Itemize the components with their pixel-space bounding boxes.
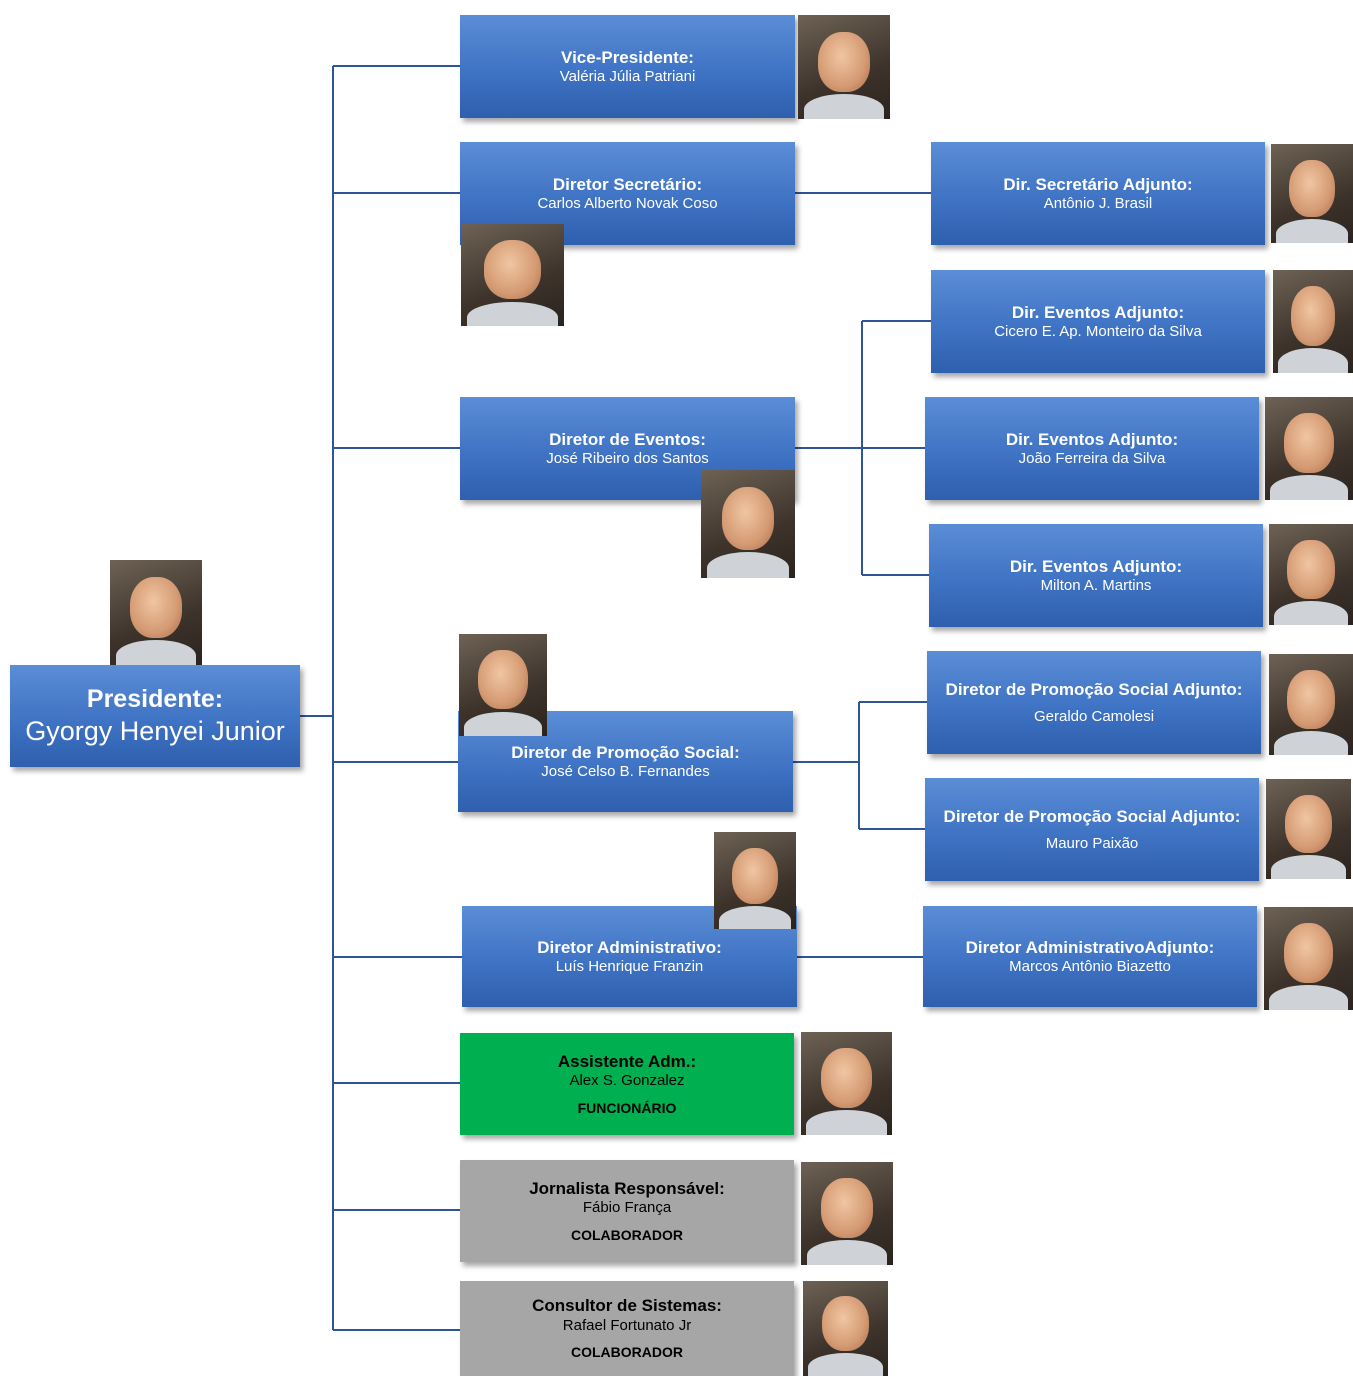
secretary-adjunct-box: Dir. Secretário Adjunto: Antônio J. Bras… (931, 142, 1265, 245)
assistant-role: Assistente Adm.: (557, 1051, 697, 1071)
secretary-adjunct-role: Dir. Secretário Adjunto: (1003, 174, 1193, 194)
journalist-name: Fábio França (582, 1199, 672, 1216)
vice-president-name: Valéria Júlia Patriani (559, 67, 696, 85)
secretary-adjunct-name: Antônio J. Brasil (1043, 194, 1153, 212)
vice-president-photo (798, 15, 890, 119)
events-director-role: Diretor de Eventos: (549, 429, 706, 449)
assistant-tag: FUNCIONÁRIO (577, 1099, 677, 1116)
events-adjunct-role: Dir. Eventos Adjunto: (1009, 556, 1183, 576)
journalist-box: Jornalista Responsável: Fábio França COL… (460, 1160, 794, 1262)
social-adjunct-role: Diretor de Promoção Social Adjunto: (945, 679, 1243, 699)
consultant-box: Consultor de Sistemas: Rafael Fortunato … (460, 1281, 794, 1376)
journalist-photo (801, 1162, 893, 1265)
consultant-tag: COLABORADOR (571, 1344, 683, 1361)
events-adjunct-photo-3 (1269, 524, 1353, 625)
admin-director-name: Luís Henrique Franzin (555, 957, 704, 975)
events-adjunct-role: Dir. Eventos Adjunto: (1005, 429, 1179, 449)
secretary-adjunct-photo (1271, 144, 1353, 243)
journalist-role: Jornalista Responsável: (529, 1178, 725, 1198)
secretary-photo (461, 224, 564, 326)
events-adjunct-role: Dir. Eventos Adjunto: (1011, 302, 1185, 322)
events-adjunct-photo-2 (1265, 397, 1353, 500)
social-adjunct-name: Geraldo Camolesi (1033, 707, 1155, 725)
events-director-photo (701, 470, 795, 578)
assistant-box: Assistente Adm.: Alex S. Gonzalez FUNCIO… (460, 1033, 794, 1135)
vice-president-box: Vice-Presidente: Valéria Júlia Patriani (460, 15, 795, 118)
events-adjunct-photo-1 (1273, 270, 1353, 373)
consultant-name: Rafael Fortunato Jr (562, 1316, 692, 1334)
consultant-photo (803, 1281, 888, 1376)
secretary-name: Carlos Alberto Novak Coso (537, 194, 718, 212)
social-adjunct-photo-1 (1269, 654, 1353, 755)
assistant-photo (801, 1032, 892, 1135)
admin-director-photo (714, 832, 796, 929)
events-adjunct-name: Milton A. Martins (1040, 576, 1152, 594)
admin-director-role: Diretor Administrativo: (537, 937, 722, 957)
events-director-name: José Ribeiro dos Santos (546, 449, 709, 467)
events-adjunct-name: Cicero E. Ap. Monteiro da Silva (994, 322, 1202, 340)
journalist-tag: COLABORADOR (571, 1226, 683, 1243)
social-adjunct-name: Mauro Paixão (1045, 834, 1139, 852)
social-adjunct-box-1: Diretor de Promoção Social Adjunto: Gera… (927, 651, 1261, 754)
consultant-role: Consultor de Sistemas: (532, 1296, 722, 1316)
vice-president-role: Vice-Presidente: (561, 47, 694, 67)
events-adjunct-box-2: Dir. Eventos Adjunto: João Ferreira da S… (925, 397, 1259, 500)
president-role: Presidente: (86, 684, 224, 713)
social-adjunct-role: Diretor de Promoção Social Adjunto: (943, 806, 1241, 826)
events-adjunct-box-1: Dir. Eventos Adjunto: Cicero E. Ap. Mont… (931, 270, 1265, 373)
social-director-role: Diretor de Promoção Social: (511, 742, 740, 762)
social-adjunct-box-2: Diretor de Promoção Social Adjunto: Maur… (925, 778, 1259, 881)
president-name: Gyorgy Henyei Junior (25, 715, 285, 746)
secretary-role: Diretor Secretário: (552, 174, 703, 194)
president-photo (110, 560, 202, 665)
admin-adjunct-name: Marcos Antônio Biazetto (1009, 957, 1171, 975)
admin-adjunct-box: Diretor AdministrativoAdjunto: Marcos An… (923, 906, 1257, 1007)
social-director-photo (459, 634, 547, 736)
admin-adjunct-role: Diretor AdministrativoAdjunto: (965, 937, 1215, 957)
events-adjunct-box-3: Dir. Eventos Adjunto: Milton A. Martins (929, 524, 1263, 627)
assistant-name: Alex S. Gonzalez (569, 1072, 685, 1089)
social-adjunct-photo-2 (1266, 779, 1351, 879)
admin-adjunct-photo (1264, 907, 1353, 1010)
president-box: Presidente: Gyorgy Henyei Junior (10, 665, 300, 767)
events-adjunct-name: João Ferreira da Silva (1018, 449, 1166, 467)
social-director-name: José Celso B. Fernandes (541, 762, 710, 780)
